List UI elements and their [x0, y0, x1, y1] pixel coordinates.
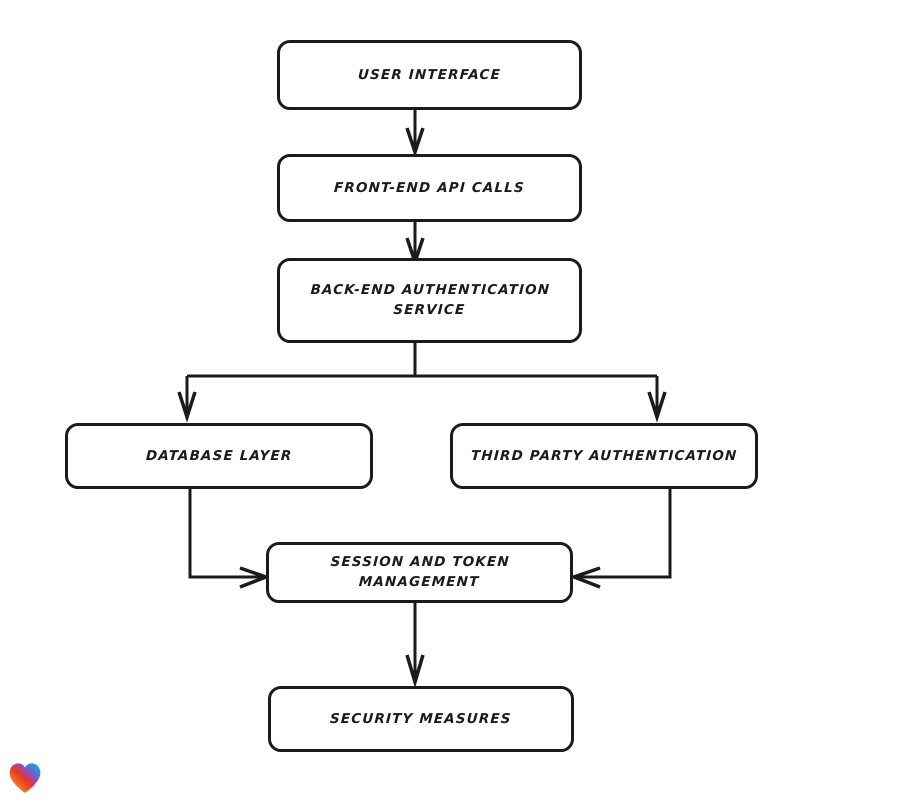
node-label-session-token-mgmt: Session and Token Management — [329, 554, 511, 591]
node-security-measures[interactable]: Security Measures — [268, 686, 574, 752]
node-third-party-auth[interactable]: Third Party Authentication — [450, 423, 758, 489]
arrowhead-database-to-session — [239, 566, 272, 589]
node-label-security-measures: Security Measures — [329, 710, 513, 727]
node-label-front-end-api-calls: Front-End API Calls — [333, 179, 526, 196]
arrowhead-session-to-security — [405, 654, 425, 689]
node-label-database-layer: Database Layer — [145, 447, 293, 464]
arrowhead-thirdparty-to-session — [568, 566, 601, 589]
node-database-layer[interactable]: Database Layer — [65, 423, 373, 489]
node-user-interface[interactable]: User Interface — [277, 40, 582, 110]
edge-database-to-session — [188, 489, 262, 579]
node-back-end-auth-service[interactable]: Back-End Authentication Service — [277, 258, 582, 343]
edge-thirdparty-to-session — [578, 489, 672, 579]
node-label-user-interface: User Interface — [357, 66, 502, 83]
arrowhead-split-to-thirdparty — [647, 391, 667, 423]
heart-icon — [9, 763, 41, 793]
node-label-third-party-auth: Third Party Authentication — [470, 447, 738, 464]
node-label-back-end-auth-service: Back-End Authentication Service — [309, 282, 551, 319]
node-front-end-api-calls[interactable]: Front-End API Calls — [277, 154, 582, 222]
arrowhead-ui-to-api — [405, 127, 425, 158]
arrowhead-split-to-database — [177, 391, 197, 423]
node-session-token-mgmt[interactable]: Session and Token Management — [266, 542, 573, 603]
